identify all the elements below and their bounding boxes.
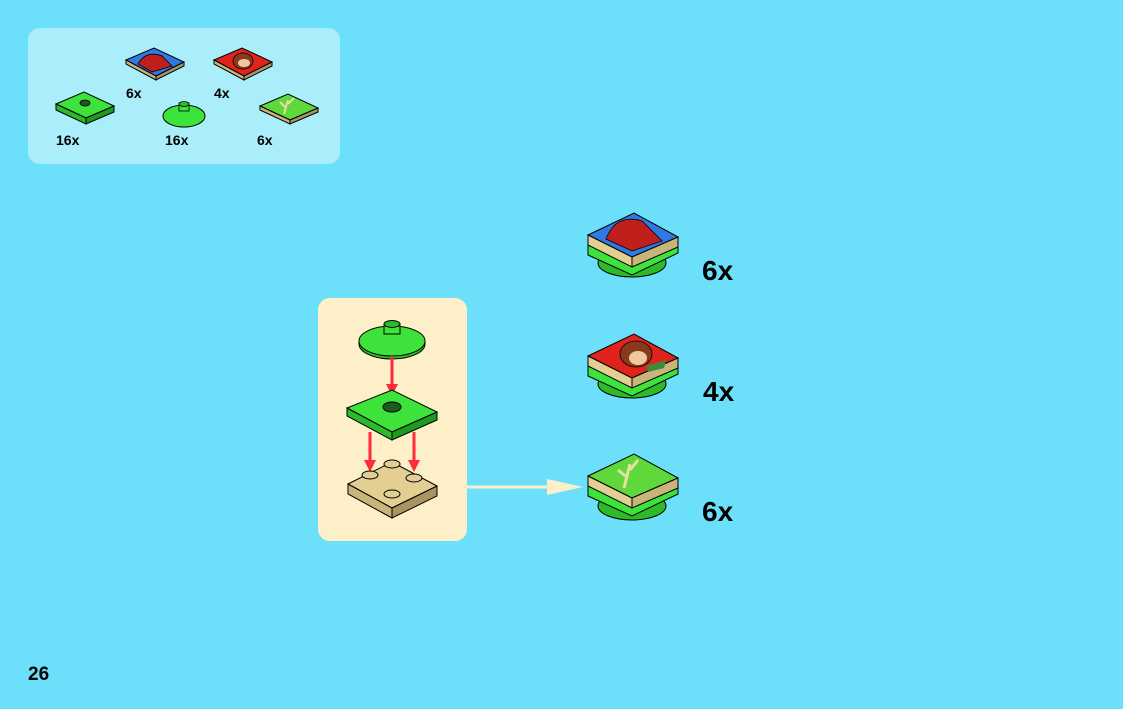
result-qty-green: 6x [702, 496, 734, 527]
tan-plate-2x2-icon [346, 459, 439, 519]
result-arrow-icon [467, 479, 583, 495]
printed-tile-blue-figure-icon [124, 47, 186, 81]
green-round-plate-icon [162, 101, 206, 128]
assembled-green-plant-tile-icon [586, 453, 680, 521]
parts-list-callout: 6x 4x 16x 16x 6x [28, 28, 340, 164]
page-number: 26 [28, 664, 50, 685]
green-tile-jumper-icon [345, 389, 439, 441]
printed-tile-red-face-icon [212, 47, 274, 81]
printed-tile-green-plant-icon [258, 93, 320, 125]
assembled-blue-figure-tile-icon [586, 212, 680, 278]
green-round-plate-icon [358, 320, 426, 360]
arrow-down-icon [364, 432, 420, 472]
parts-qty-plant-tile: 6x [257, 132, 273, 148]
parts-qty-green-tile: 16x [56, 132, 80, 148]
result-qty-blue: 6x [702, 255, 734, 286]
parts-qty-blue-tile: 6x [126, 85, 142, 101]
result-qty-red: 4x [703, 376, 735, 407]
parts-qty-red-tile: 4x [214, 85, 230, 101]
parts-qty-round-plate: 16x [165, 132, 189, 148]
green-tile-jumper-icon [54, 91, 116, 125]
assembled-red-face-tile-icon [586, 333, 680, 399]
assembly-illustration [345, 320, 439, 519]
